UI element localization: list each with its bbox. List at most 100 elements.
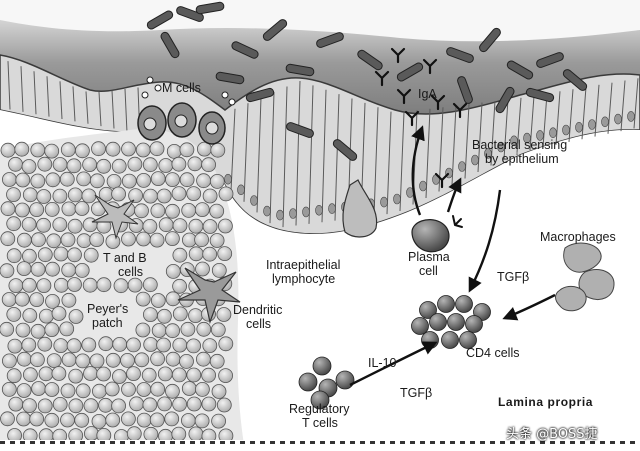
ruler-tick [240, 441, 245, 444]
lymphocyte-cell [212, 263, 226, 277]
lymphocyte-cell [211, 143, 225, 157]
coccus-bacterium [142, 92, 148, 98]
lymphocyte-cell [7, 369, 21, 383]
ruler-tick [350, 441, 355, 444]
lymphocyte-cell [92, 414, 106, 428]
ruler-tick [70, 441, 75, 444]
lymphocyte-cell [68, 278, 82, 292]
lymphocyte-cell [99, 398, 113, 412]
lymphocyte-cell [197, 322, 211, 336]
lymphocyte-cell [61, 143, 75, 157]
label-cd4-cells: CD4 cells [466, 346, 520, 360]
lymphocyte-cell [61, 233, 75, 247]
ruler-tick [480, 441, 485, 444]
epithelial-nucleus [329, 204, 336, 214]
label-m-cells: M cells [162, 81, 201, 95]
lymphocyte-cell [84, 399, 98, 413]
lymphocyte-cell [45, 202, 59, 216]
lymphocyte-cell [202, 368, 216, 382]
epithelial-nucleus [420, 181, 427, 191]
ruler-tick [20, 441, 25, 444]
lymphocyte-cell [165, 384, 179, 398]
ruler-tick [290, 441, 295, 444]
lymphocyte-cell [52, 307, 66, 321]
lymphocyte-cell [173, 248, 187, 262]
epithelial-nucleus [277, 210, 284, 220]
lymphocyte-cell [157, 309, 171, 323]
lymphocyte-cell [23, 368, 37, 382]
lymphocyte-cell [39, 309, 53, 323]
label-macrophages: Macrophages [540, 230, 616, 244]
lymphocyte-cell [37, 279, 51, 293]
lymphocyte-cell [9, 397, 23, 411]
lymphocyte-cell [92, 384, 106, 398]
lymphocyte-cell [189, 247, 203, 261]
lymphocyte-cell [17, 352, 31, 366]
lymphocyte-cell [97, 159, 111, 173]
lymphocyte-cell [187, 339, 201, 353]
lymphocyte-cell [182, 382, 196, 396]
lymphocyte-cell [31, 262, 45, 276]
lymphocyte-cell [122, 382, 136, 396]
lymphocyte-cell [69, 369, 83, 383]
lymphocyte-cell [112, 187, 126, 201]
lymphocyte-cell [7, 307, 21, 321]
lymphocyte-cell [45, 144, 59, 158]
lymphocyte-cell [22, 217, 36, 231]
lymphocyte-cell [83, 218, 97, 232]
ruler-tick [360, 441, 365, 444]
lymphocyte-cell [53, 397, 67, 411]
lymphocyte-cell [122, 232, 136, 246]
lymphocyte-cell [122, 142, 136, 156]
lymphocyte-cell [39, 367, 53, 381]
label-plasma-1: Plasma [408, 250, 450, 264]
lymphocyte-cell [180, 354, 194, 368]
lymphocyte-cell [45, 383, 59, 397]
epithelial-nucleus [264, 206, 271, 216]
lymphocyte-cell [211, 323, 225, 337]
ruler-tick [230, 441, 235, 444]
lymphocyte-cell [195, 203, 209, 217]
lymphocyte-cell [67, 159, 81, 173]
lymphocyte-cell [212, 414, 226, 428]
lymphocyte-cell [180, 173, 194, 187]
lymphocyte-cell [62, 263, 76, 277]
lymphocyte-cell [77, 234, 91, 248]
lymphocyte-cell [38, 157, 52, 171]
lymphocyte-cell [112, 370, 126, 384]
lymphocyte-cell [83, 158, 97, 172]
lymphocyte-cell [173, 279, 187, 293]
lymphocyte-cell [9, 279, 23, 293]
epithelial-nucleus [251, 196, 258, 206]
lymphocyte-cell [173, 219, 187, 233]
ruler-tick [460, 441, 465, 444]
lymphocyte-cell [151, 352, 165, 366]
lymphocyte-cell [203, 189, 217, 203]
lymphocyte-cell [182, 203, 196, 217]
lymphocyte-cell [166, 352, 180, 366]
lymphocyte-cell [144, 427, 158, 441]
lymphocyte-cell [167, 144, 181, 158]
epithelial-nucleus [472, 155, 479, 165]
cd4-cell [456, 296, 473, 313]
lymphocyte-cell [54, 247, 68, 261]
lymphocyte-cell [75, 263, 89, 277]
lymphocyte-cell [136, 292, 150, 306]
lymphocyte-cell [15, 203, 29, 217]
lymphocyte-cell [210, 234, 224, 248]
ruler-tick [190, 441, 195, 444]
lymphocyte-cell [173, 307, 187, 321]
epithelial-nucleus [589, 120, 596, 130]
label-bacterial-sensing-2: by epithelium [485, 152, 559, 166]
cd4-cell [442, 332, 459, 349]
coccus-bacterium [229, 99, 235, 105]
lymphocyte-cell [30, 412, 44, 426]
ruler-tick [180, 441, 185, 444]
lymphocyte-cell [32, 233, 46, 247]
lymphocyte-cell [38, 399, 52, 413]
lymphocyte-cell [217, 308, 231, 322]
lymphocyte-cell [166, 173, 180, 187]
lymphocyte-cell [151, 204, 165, 218]
lymphocyte-cell [106, 413, 120, 427]
lymphocyte-cell [1, 412, 15, 426]
